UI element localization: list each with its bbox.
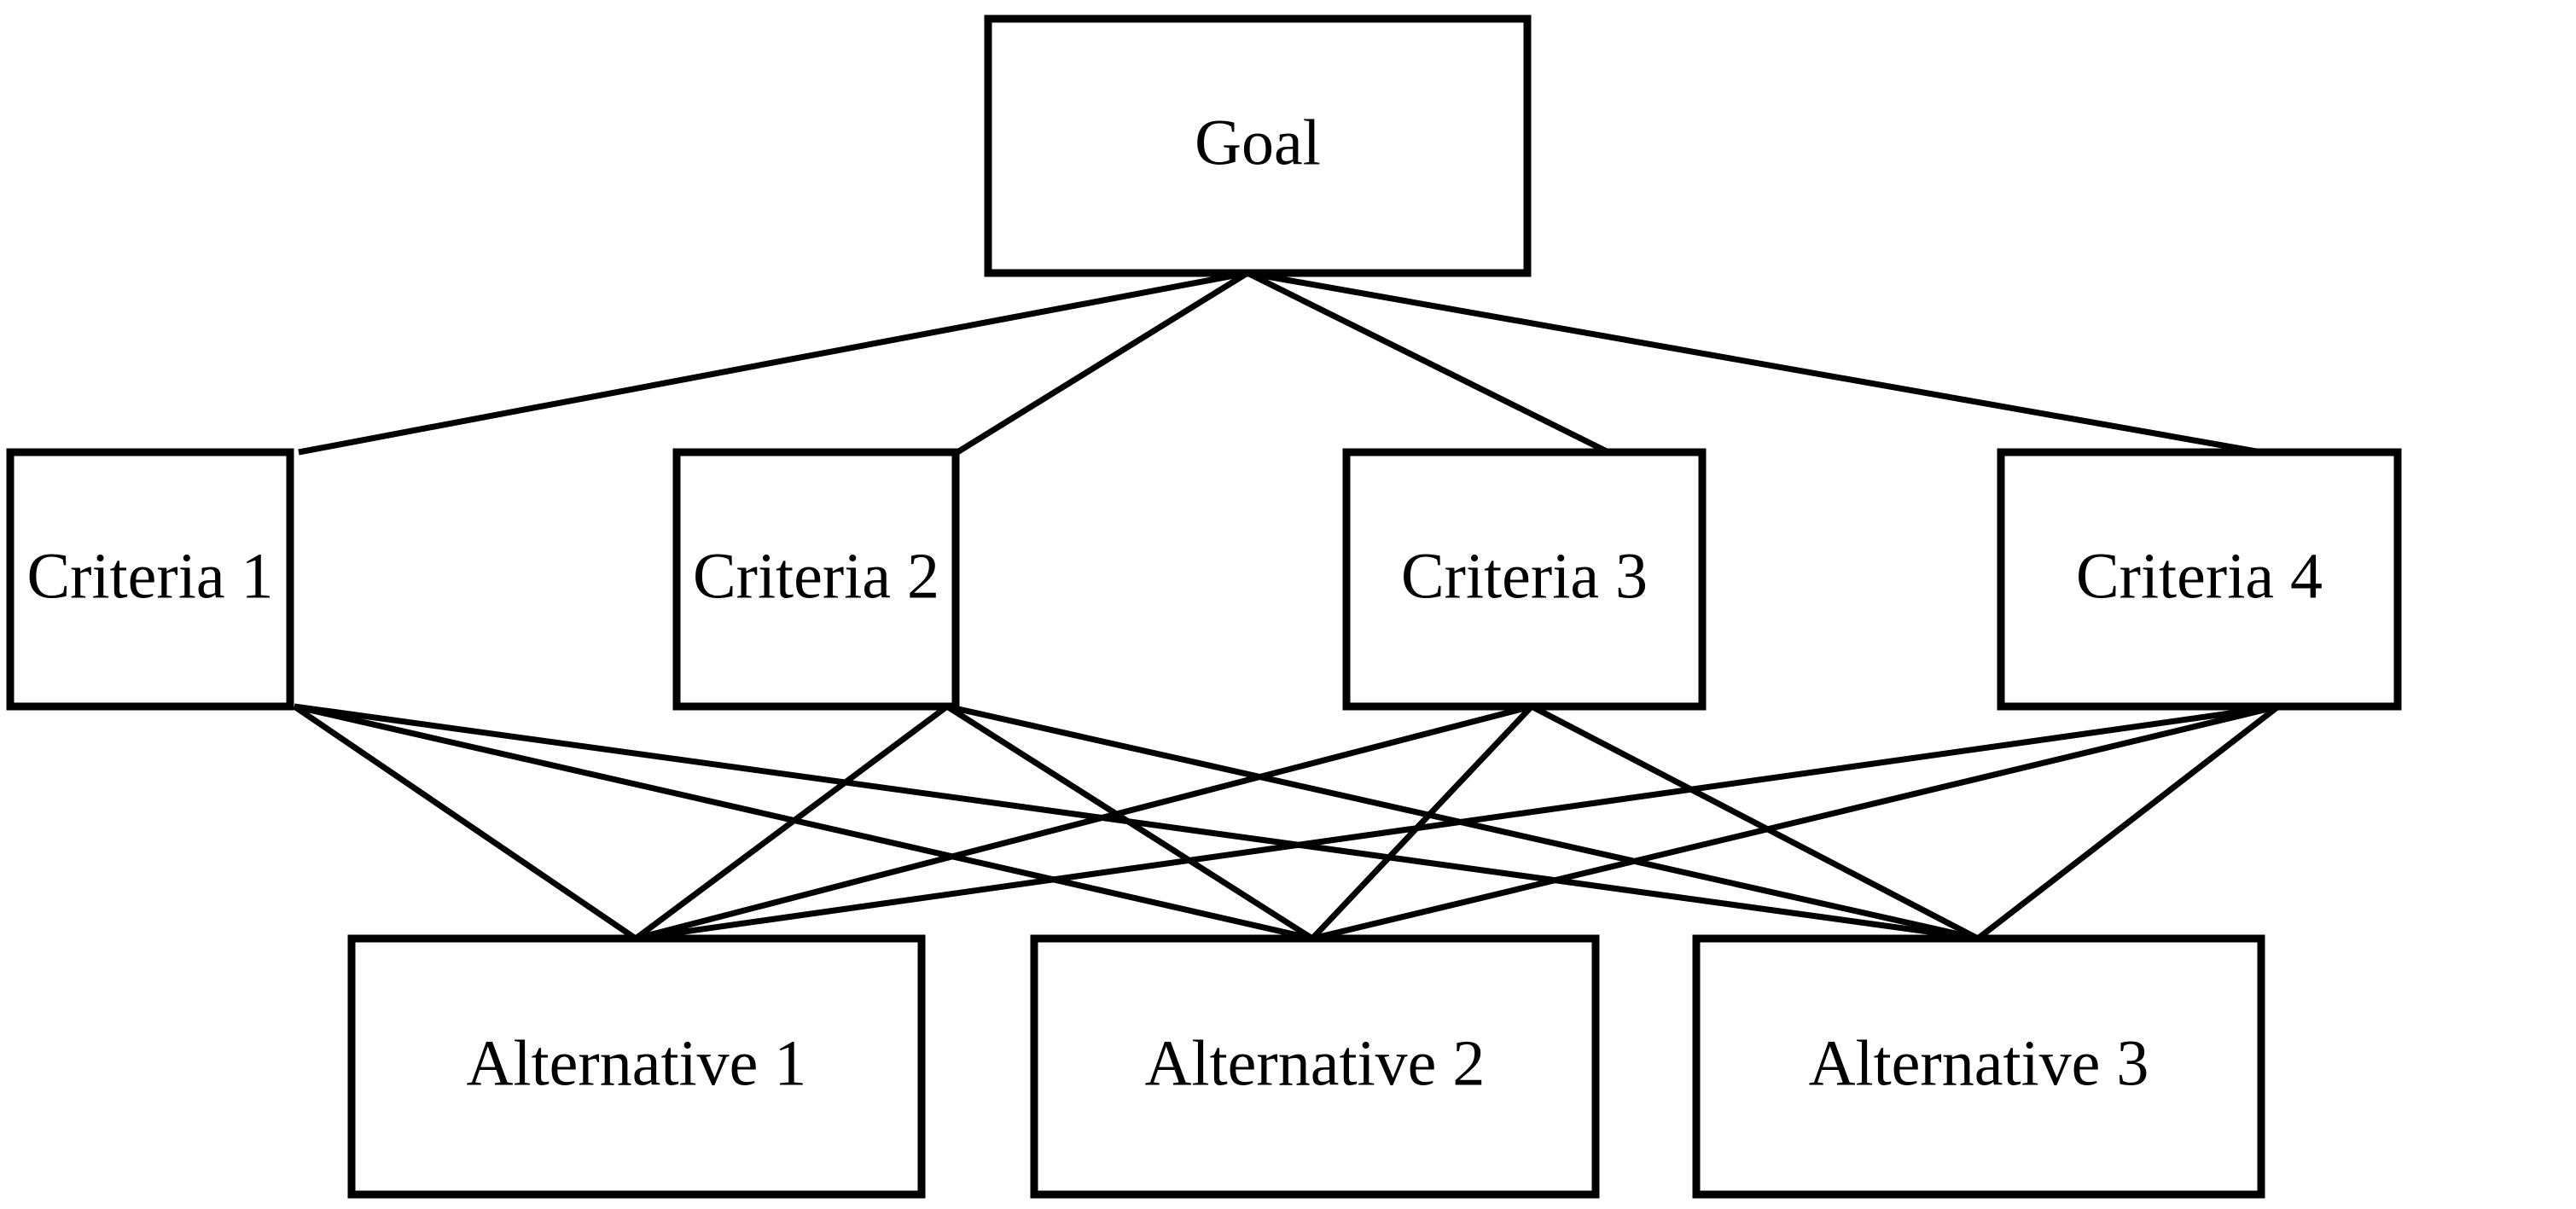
node-alternative-1[interactable]: Alternative 1 (347, 934, 926, 1199)
edge-goal-to-criteria-1 (298, 270, 1248, 456)
edge-criteria-3-to-alternative-1 (635, 703, 1532, 942)
node-box-alternative-2[interactable] (1030, 934, 1600, 1199)
node-label-criteria-1: Criteria 1 (26, 540, 273, 612)
node-criteria-2[interactable]: Criteria 2 (672, 448, 960, 711)
node-box-alternative-3[interactable] (1692, 934, 2265, 1199)
node-label-alternative-1: Alternative 1 (467, 1027, 807, 1099)
edge-goal-to-criteria-4 (1247, 270, 2262, 456)
node-box-criteria-3[interactable] (1342, 448, 1707, 711)
node-box-criteria-1[interactable] (6, 448, 294, 711)
node-label-criteria-2: Criteria 2 (693, 540, 939, 612)
edge-criteria-2-to-alternative-2 (945, 704, 1314, 941)
node-alternative-3[interactable]: Alternative 3 (1692, 934, 2265, 1199)
node-goal[interactable]: Goal (984, 15, 1532, 277)
edge-criteria-4-to-alternative-2 (1311, 703, 2279, 942)
node-box-criteria-4[interactable] (1997, 448, 2402, 711)
node-box-criteria-2[interactable] (672, 448, 960, 711)
node-label-criteria-3: Criteria 3 (1401, 540, 1648, 612)
node-criteria-1[interactable]: Criteria 1 (6, 448, 294, 711)
level-goal: Goal (984, 15, 1532, 277)
edge-goal-to-criteria-3 (1246, 270, 1610, 456)
node-label-alternative-2: Alternative 2 (1145, 1027, 1486, 1099)
edge-goal-to-criteria-2 (956, 270, 1249, 455)
edge-criteria-4-to-alternative-3 (1975, 704, 2281, 941)
node-criteria-4[interactable]: Criteria 4 (1997, 448, 2402, 711)
edge-criteria-1-to-alternative-2 (294, 703, 1313, 942)
edge-criteria-2-to-alternative-1 (633, 704, 950, 941)
node-label-criteria-4: Criteria 4 (2076, 540, 2323, 612)
level-criteria: Criteria 1 Criteria 2 Criteria 3 Criteria 4 (6, 448, 2402, 711)
edges-layer (293, 270, 2281, 942)
edge-criteria-3-to-alternative-2 (1310, 704, 1534, 941)
edge-criteria-1-to-alternative-1 (293, 704, 637, 941)
edge-criteria-3-to-alternative-3 (1530, 703, 1980, 942)
node-criteria-3[interactable]: Criteria 3 (1342, 448, 1707, 711)
level-alternatives: Alternative 1 Alternative 2 Alternative 3 (347, 934, 2265, 1199)
node-label-goal: Goal (1195, 107, 1321, 178)
node-alternative-2[interactable]: Alternative 2 (1030, 934, 1600, 1199)
node-box-goal[interactable] (984, 15, 1532, 277)
edge-criteria-1-to-alternative-3 (294, 703, 1979, 942)
edge-criteria-4-to-alternative-1 (635, 703, 2279, 942)
node-label-alternative-3: Alternative 3 (1809, 1027, 2149, 1099)
node-box-alternative-1[interactable] (347, 934, 926, 1199)
